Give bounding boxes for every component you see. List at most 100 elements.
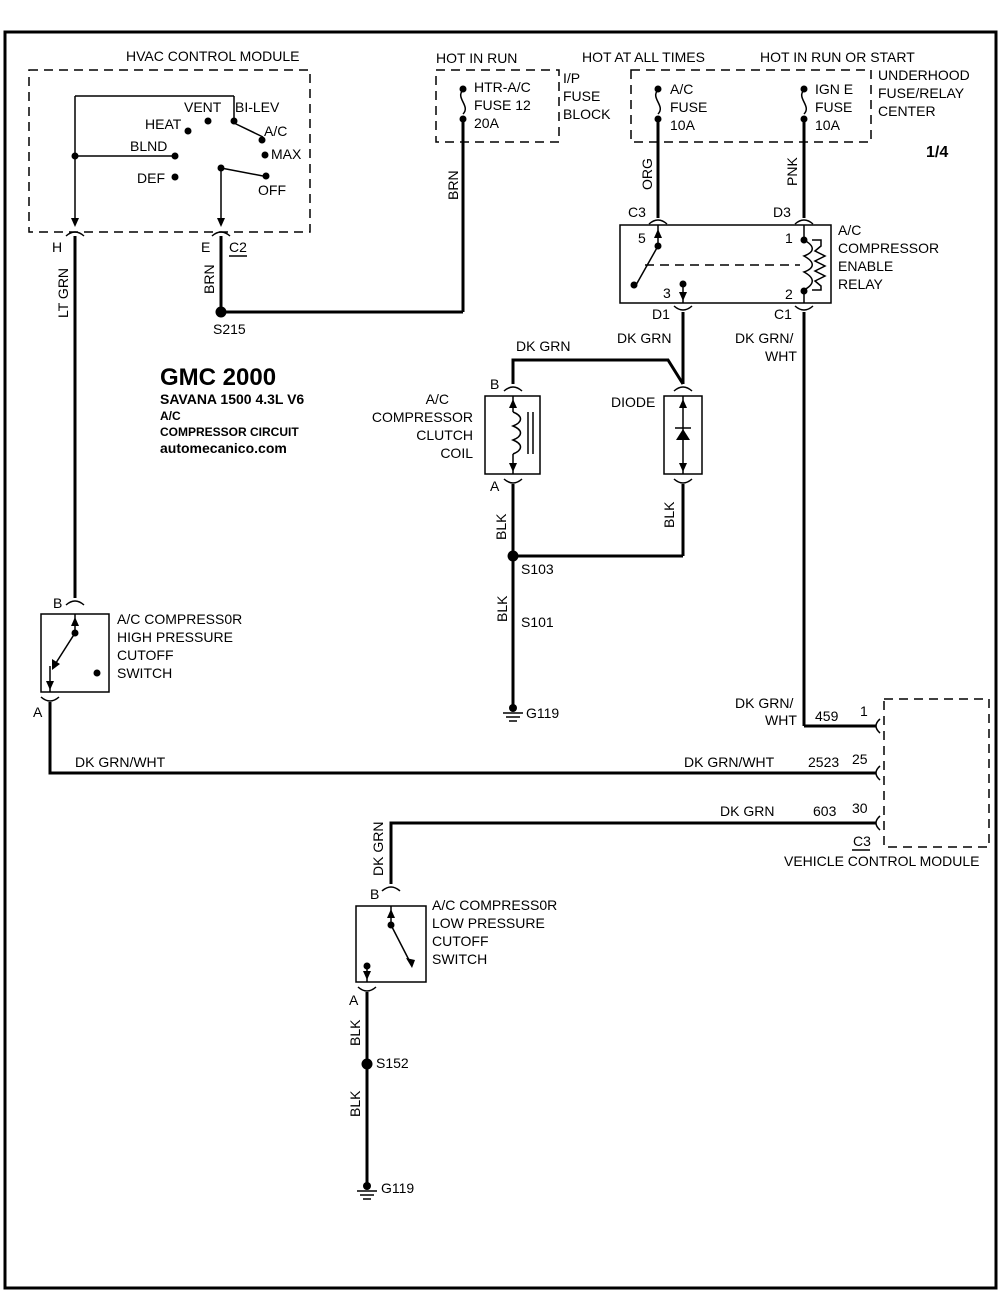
low-pressure-cutoff-switch: B A A/C COMPRESS0R LOW PRESSURE CUTOFF S… [349,886,557,1008]
wire-label-blk-3: BLK [494,595,510,622]
title-block: GMC 2000 SAVANA 1500 4.3L V6 A/C COMPRES… [160,364,304,456]
page-border [3,30,998,1290]
off-label: OFF [258,182,286,198]
ac-compressor-enable-relay: 5 1 3 2 A/C COMPRESSOR ENABLE RELAY [619,222,939,304]
connector-d3-label: D3 [773,204,791,220]
wire-dk-grn-603 [389,821,876,884]
wire-label-dk-grn-wht-left: DK GRN/WHT [75,754,166,770]
high-pressure-cutoff-switch: B A A/C COMPRESS0R HIGH PRESSURE CUTOFF … [33,595,242,720]
underhood-line3: CENTER [878,103,936,119]
junction-dot [71,152,79,160]
hot-in-run-label: HOT IN RUN [436,50,517,66]
max-label: MAX [271,146,302,162]
connector-c3-label: C3 [628,204,646,220]
high-switch-line4: SWITCH [117,665,172,681]
page-number: 1/4 [926,144,948,161]
diode-arrow-bottom [679,463,687,472]
clutch-name-line3: CLUTCH [416,427,473,443]
arrow-h [71,218,79,227]
bilev-label: BI-LEV [235,99,280,115]
igne-fuse-top [800,85,808,93]
underhood-line1: UNDERHOOD [878,67,970,83]
htr-fuse-line2: FUSE 12 [474,97,531,113]
connector-d1-label: D1 [652,306,670,322]
hvac-switch-upper [233,122,264,138]
arrow-e [217,218,225,227]
underhood-fuse-center: HOT AT ALL TIMES HOT IN RUN OR START A/C… [582,49,970,143]
ground-dot [363,1182,371,1190]
high-switch-line2: HIGH PRESSURE [117,629,233,645]
wire-label-dk-grn-clutch: DK GRN [516,338,570,354]
connector-c1-label: C1 [774,306,792,322]
clutch-name-line1: A/C [426,391,449,407]
relay-pin5-arrow [654,229,662,238]
underhood-outline [630,69,872,143]
splice-s152-label: S152 [376,1055,409,1071]
clutch-arrow-bottom [509,463,517,472]
wire-label-dk-grn-603: DK GRN [720,803,774,819]
vcm-connector-30 [875,815,881,831]
wire-label-blk-2: BLK [661,501,677,528]
ac-fuse-line1: A/C [670,81,693,97]
vcm-connector-c3-label: C3 [853,833,871,849]
relay-pin2-label: 2 [785,286,793,302]
vcm-label: VEHICLE CONTROL MODULE [784,853,980,869]
htr-fuse-line3: 20A [474,115,500,131]
high-switch-arrow-bottom [46,681,54,690]
bilev-contact [230,117,238,125]
low-switch-connector-a [357,986,377,992]
splice-s103 [507,550,519,562]
relay-switch-pivot [630,281,638,289]
wire-label-lt-grn: LT GRN [55,268,71,318]
wire-label-pnk: PNK [784,157,800,186]
off-contact [262,172,270,180]
low-switch-pin-a: A [349,992,359,1008]
high-switch-contact-open [93,669,101,677]
connector-c2-label: C2 [229,239,247,255]
relay-pin1-label: 1 [785,230,793,246]
heat-contact [184,127,192,135]
relay-resistor [812,239,827,291]
wire-label-blk-1: BLK [493,513,509,540]
hot-at-all-times-label: HOT AT ALL TIMES [582,49,705,65]
vcm-connector-1 [875,718,881,734]
hvac-module-outline [28,69,311,233]
wire-label-blk-4: BLK [347,1019,363,1046]
diode-label: DIODE [611,394,655,410]
low-switch-line1: A/C COMPRESS0R [432,897,557,913]
clutch-connector-b [503,386,523,392]
clutch-connector-a [503,478,523,484]
relay-pin5-label: 5 [638,230,646,246]
ac-fuse-line3: 10A [670,117,696,133]
wire-label-c1-line1: DK GRN/ [735,330,793,346]
title-line3: A/C [160,409,181,423]
ground-g119-label-1: G119 [526,705,559,721]
splice-s215-label: S215 [213,321,246,337]
connector-c3-top [648,219,668,225]
igne-fuse-line3: 10A [815,117,841,133]
circuit-459: 459 [815,708,839,724]
clutch-arrow-top [509,399,517,408]
wire-dk-grn-wht-2523 [48,702,876,775]
clutch-name-line2: COMPRESSOR [372,409,473,425]
diode-assembly: DIODE [611,386,703,484]
ac-fuse-top [654,85,662,93]
switch-pivot [217,164,225,172]
title-line4: COMPRESSOR CIRCUIT [160,425,299,439]
relay-name-line1: A/C [838,222,861,238]
def-label: DEF [137,170,165,186]
ip-fuse-block-outline [435,69,560,143]
high-switch-arm-tip [52,659,60,670]
hvac-control-module: HVAC CONTROL MODULE VENT BI-LEV HEAT A/C… [28,48,311,233]
relay-coil [802,239,813,291]
vcm-pin-1: 1 [860,703,868,719]
connector-h-label: H [52,239,62,255]
wire-label-brn-e: BRN [201,264,217,294]
ac-fuse-bottom [654,115,662,123]
low-switch-connector-b [381,886,401,892]
title-site: automecanico.com [160,440,287,456]
vcm-pin-30: 30 [852,800,868,816]
connector-d1-bottom [673,305,693,311]
high-switch-arm [53,632,76,667]
